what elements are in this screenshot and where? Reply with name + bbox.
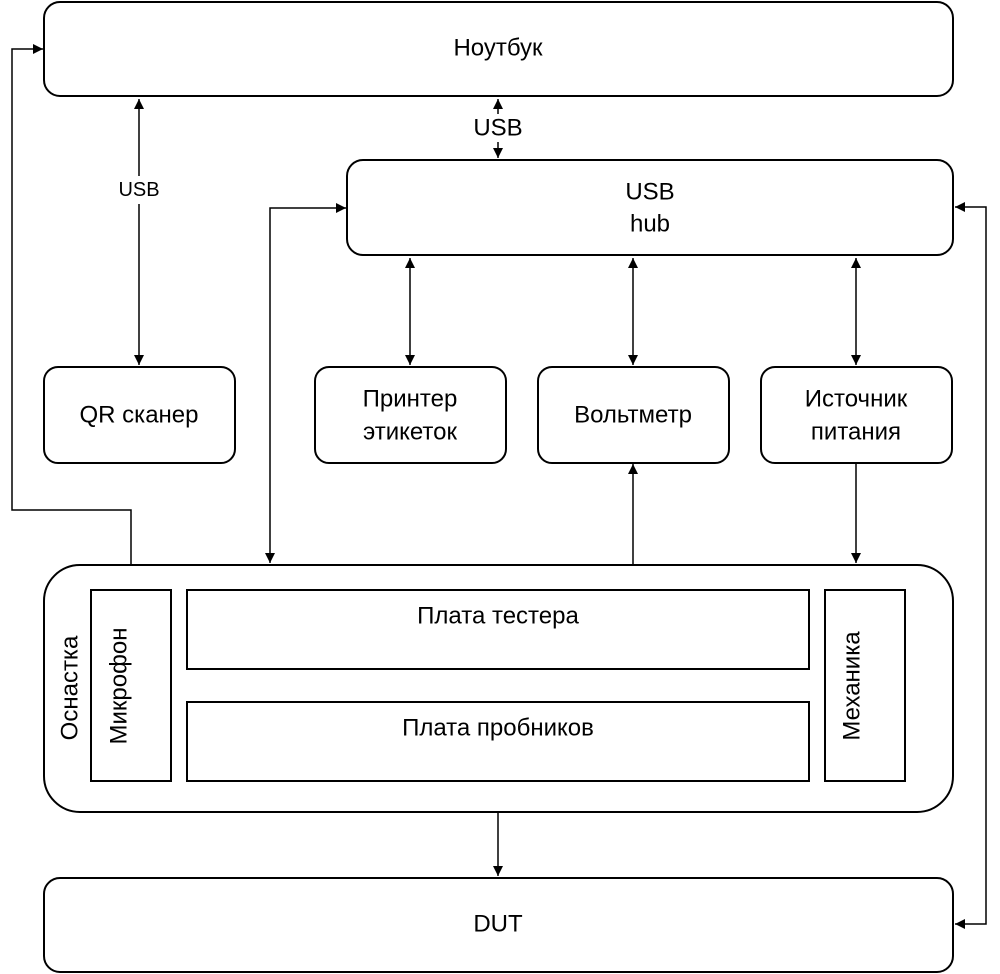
node-label-printer-label-2: этикеток bbox=[363, 419, 458, 446]
node-power-supply bbox=[760, 366, 953, 464]
node-voltmeter bbox=[537, 366, 730, 464]
edge-label-laptop-qr: USB bbox=[118, 179, 159, 201]
edge-label-laptop-hub: USB bbox=[473, 115, 522, 142]
node-label-printer-label-1: Принтер bbox=[363, 386, 458, 413]
node-mechanics bbox=[824, 589, 906, 782]
edge-hub-dut bbox=[955, 202, 987, 929]
node-label-printer bbox=[314, 366, 507, 464]
node-fixture-label: Оснастка bbox=[57, 635, 84, 740]
node-probe-board-label: Плата пробников bbox=[402, 715, 594, 742]
edge-hub-fixture bbox=[265, 203, 346, 563]
edge-microphone-laptop bbox=[11, 44, 132, 590]
node-usb-hub-label-1: USB bbox=[625, 179, 674, 206]
node-power-supply-label-1: Источник bbox=[805, 386, 908, 413]
node-dut bbox=[43, 877, 954, 973]
node-tester-board bbox=[186, 589, 810, 670]
node-dut-label: DUT bbox=[473, 911, 523, 938]
node-voltmeter-label: Вольтметр bbox=[574, 402, 692, 429]
node-laptop bbox=[43, 1, 954, 97]
node-qr-scanner-label: QR сканер bbox=[80, 402, 199, 429]
node-power-supply-label-2: питания bbox=[811, 419, 901, 446]
node-microphone bbox=[90, 589, 172, 782]
node-usb-hub-label-2: hub bbox=[630, 211, 670, 238]
node-laptop-label: Ноутбук bbox=[453, 35, 543, 62]
node-mechanics-label: Механика bbox=[839, 631, 866, 741]
node-probe-board bbox=[186, 701, 810, 782]
node-tester-board-label: Плата тестера bbox=[417, 603, 579, 630]
node-microphone-label: Микрофон bbox=[106, 628, 133, 745]
node-qr-scanner bbox=[43, 366, 236, 464]
node-usb-hub bbox=[346, 159, 954, 256]
